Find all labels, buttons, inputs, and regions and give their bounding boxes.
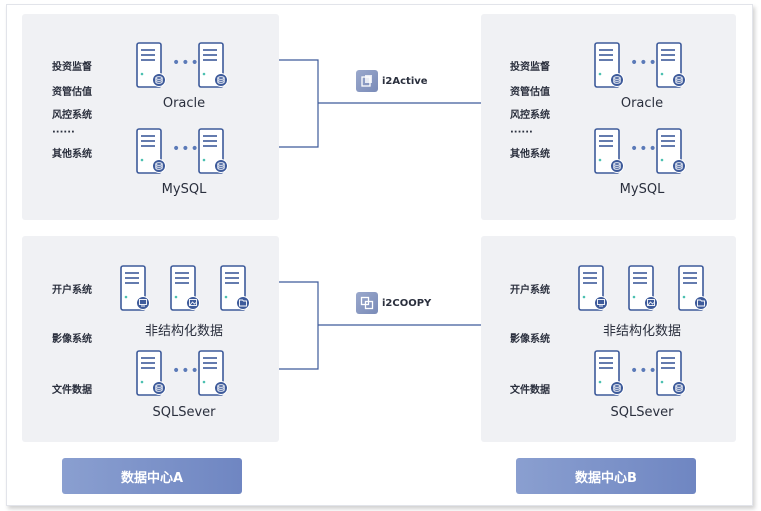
server-db-icon [136,42,166,90]
ellipsis-dots: ••• [172,141,200,157]
server-db-icon [136,128,166,176]
server-monitor-icon [120,265,150,313]
copy-squares-icon [356,292,378,314]
system-label: 风控系统 [510,110,550,121]
db-name-mysql: MySQL [161,182,207,197]
system-label: 投资监督 [52,62,92,73]
server-image-icon [628,265,658,313]
data-center-b-button[interactable]: 数据中心B [516,458,696,494]
db-name-oracle: Oracle [162,96,206,111]
server-db-icon [198,42,228,90]
system-label: 风控系统 [52,110,92,121]
server-db-icon [136,350,166,398]
system-label: 开户系统 [510,285,550,296]
server-db-icon [656,42,686,90]
system-label: 开户系统 [52,285,92,296]
system-label: ······ [52,127,75,138]
system-label: 其他系统 [510,149,550,160]
server-folder-icon [220,265,250,313]
db-name-oracle: Oracle [620,96,664,111]
system-label: 投资监督 [510,62,550,73]
system-label: 文件数据 [52,385,92,396]
ellipsis-dots: ••• [630,363,658,379]
server-db-icon [594,42,624,90]
server-db-icon [198,128,228,176]
ellipsis-dots: ••• [172,363,200,379]
server-image-icon [170,265,200,313]
system-label: 影像系统 [52,334,92,345]
i2active-badge: i2Active [356,70,428,92]
i2coopy-label: i2COOPY [382,297,432,309]
db-name-sqlsever: SQLSever [610,405,674,420]
db-name-mysql: MySQL [619,182,665,197]
system-label: 其他系统 [52,149,92,160]
ellipsis-dots: ••• [630,55,658,71]
copy-stack-icon [356,70,378,92]
server-db-icon [594,128,624,176]
i2coopy-badge: i2COOPY [356,292,431,314]
ellipsis-dots: ••• [172,55,200,71]
data-center-a-button[interactable]: 数据中心A [62,458,242,494]
system-label: 影像系统 [510,334,550,345]
unstructured-data-label: 非结构化数据 [144,324,224,339]
server-db-icon [198,350,228,398]
system-label: ······ [510,127,533,138]
server-db-icon [656,350,686,398]
i2active-label: i2Active [382,75,428,87]
system-label: 文件数据 [510,385,550,396]
server-db-icon [656,128,686,176]
system-label: 资管估值 [510,87,550,98]
db-name-sqlsever: SQLSever [152,405,216,420]
unstructured-data-label: 非结构化数据 [602,324,682,339]
ellipsis-dots: ••• [630,141,658,157]
server-monitor-icon [578,265,608,313]
server-db-icon [594,350,624,398]
server-folder-icon [678,265,708,313]
system-label: 资管估值 [52,87,92,98]
